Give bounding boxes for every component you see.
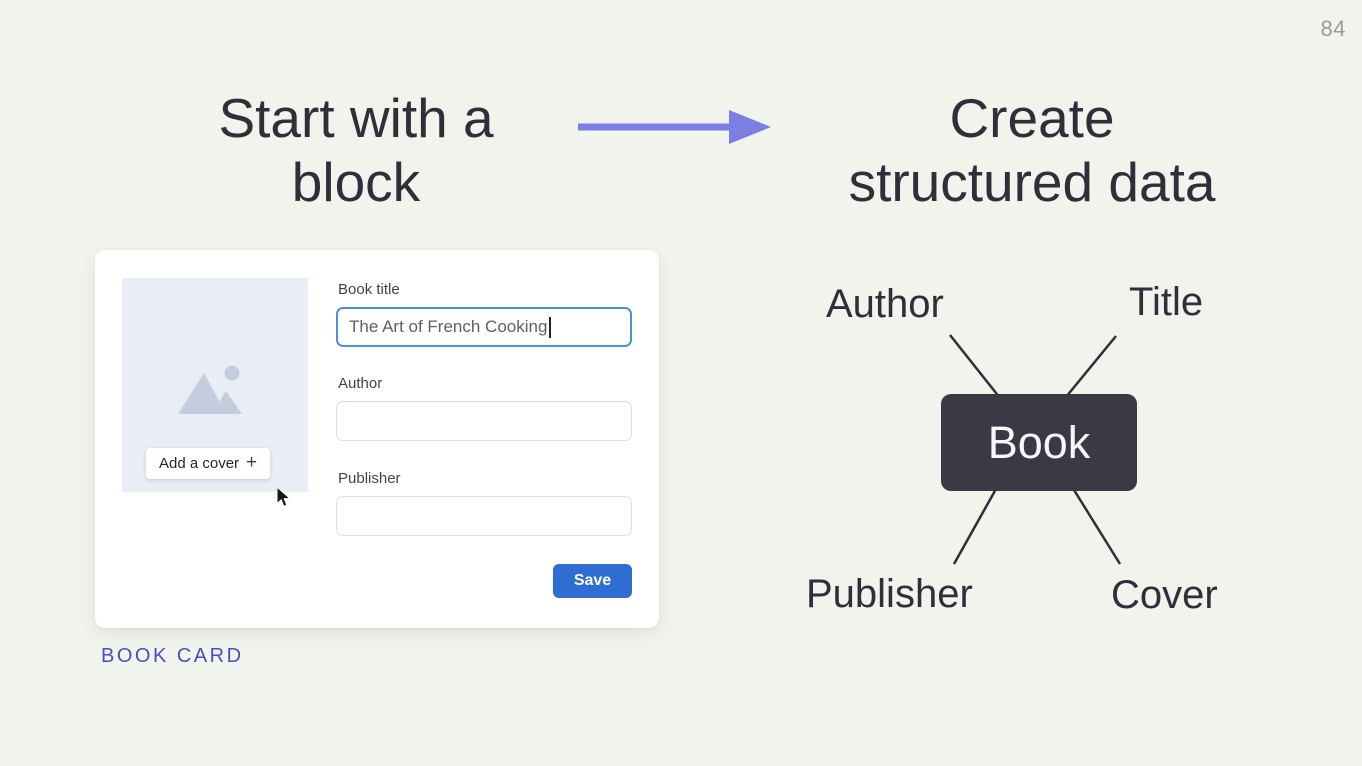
publisher-label: Publisher	[338, 470, 401, 487]
diagram-node-title: Title	[1129, 280, 1204, 324]
text-caret-icon	[549, 316, 551, 338]
add-cover-label: Add a cover	[159, 455, 240, 472]
image-placeholder-icon	[175, 360, 255, 425]
left-heading-line2: block	[291, 151, 421, 213]
diagram-node-author: Author	[826, 282, 944, 326]
plus-icon: +	[246, 452, 258, 473]
right-heading-line2: structured data	[848, 151, 1216, 213]
arrow-right-icon	[578, 110, 771, 144]
book-card-caption: BOOK CARD	[101, 645, 244, 667]
book-title-label: Book title	[338, 281, 400, 298]
save-button[interactable]: Save	[553, 564, 632, 598]
add-cover-button[interactable]: Add a cover +	[146, 448, 271, 479]
author-input[interactable]	[336, 401, 632, 441]
right-heading-line1: Create	[949, 87, 1115, 149]
author-label: Author	[338, 375, 383, 392]
mouse-pointer-icon	[274, 485, 292, 513]
diagram-book-label: Book	[987, 416, 1091, 468]
left-heading-line1: Start with a	[218, 87, 494, 149]
right-heading: Create structured data	[849, 86, 1216, 214]
left-heading: Start with a block	[218, 86, 493, 214]
diagram-connector-lines	[949, 334, 1122, 565]
diagram-node-publisher: Publisher	[806, 572, 973, 616]
book-card: Add a cover + Book title The Art of Fren…	[95, 250, 659, 628]
book-title-input[interactable]: The Art of French Cooking	[336, 307, 632, 347]
publisher-input[interactable]	[336, 496, 632, 536]
page-number: 84	[1320, 16, 1346, 41]
diagram-book-box: Book	[941, 394, 1137, 491]
structured-data-diagram: Author Title Book Publisher Cover	[790, 260, 1260, 640]
book-title-value: The Art of French Cooking	[349, 317, 548, 336]
cover-placeholder[interactable]: Add a cover +	[122, 278, 308, 507]
diagram-node-cover: Cover	[1111, 573, 1218, 617]
